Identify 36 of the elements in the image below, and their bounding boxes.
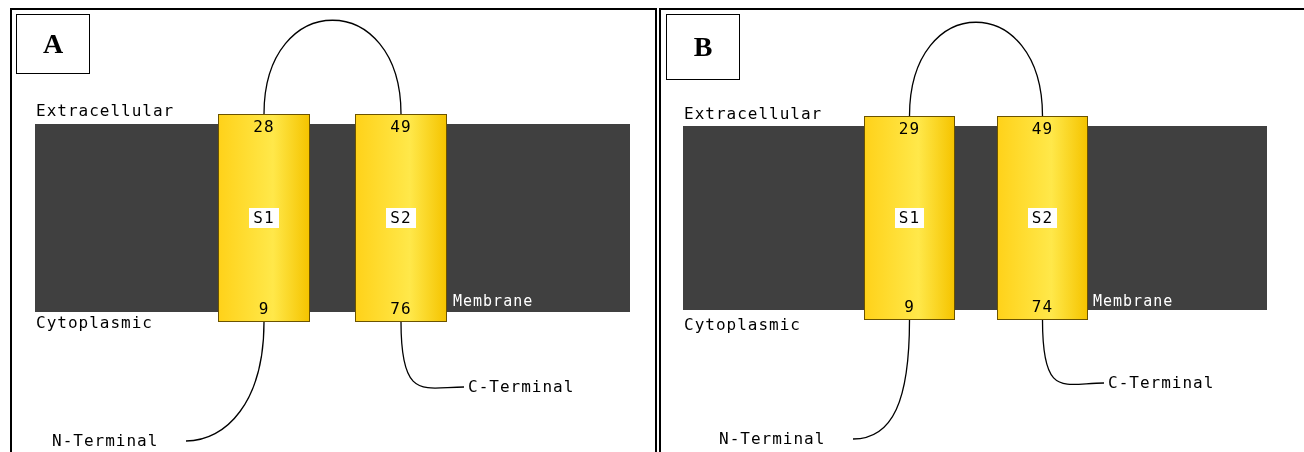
helix-segment — [997, 116, 1088, 320]
residue-number: 29 — [898, 119, 921, 139]
helix-segment — [864, 116, 955, 320]
residue-number: 28 — [253, 117, 275, 137]
panel-frame — [10, 8, 657, 452]
panel-label: A — [16, 14, 90, 74]
peptide-loop — [908, 21, 1044, 117]
helix-segment — [355, 114, 447, 322]
segment-name: S1 — [249, 208, 279, 228]
residue-number: 49 — [1031, 119, 1054, 139]
peptide-loop — [185, 321, 265, 442]
segment-name: S2 — [386, 208, 416, 228]
region-label: Cytoplasmic — [36, 313, 153, 333]
membrane-label: Membrane — [453, 291, 534, 312]
helix-segment — [218, 114, 310, 322]
residue-number: 9 — [904, 297, 915, 317]
membrane-label: Membrane — [1093, 291, 1174, 312]
peptide-loop — [852, 319, 911, 440]
peptide-loop — [263, 19, 402, 115]
segment-name: S2 — [1027, 208, 1058, 228]
peptide-loop — [1041, 319, 1105, 386]
residue-number: 9 — [258, 299, 270, 319]
segment-name: S1 — [894, 208, 925, 228]
terminus-label: C-Terminal — [468, 376, 590, 398]
terminus-label: N-Terminal — [52, 430, 182, 452]
panel-label: B — [666, 14, 740, 80]
region-label: Extracellular — [684, 104, 823, 124]
panel-frame — [659, 8, 1304, 452]
peptide-loop — [400, 321, 465, 389]
residue-number: 49 — [390, 117, 412, 137]
region-label: Cytoplasmic — [684, 315, 801, 335]
residue-number: 74 — [1031, 297, 1054, 317]
residue-number: 76 — [390, 299, 412, 319]
region-label: Extracellular — [36, 101, 175, 121]
terminus-label: N-Terminal — [719, 428, 849, 450]
terminus-label: C-Terminal — [1108, 372, 1230, 394]
